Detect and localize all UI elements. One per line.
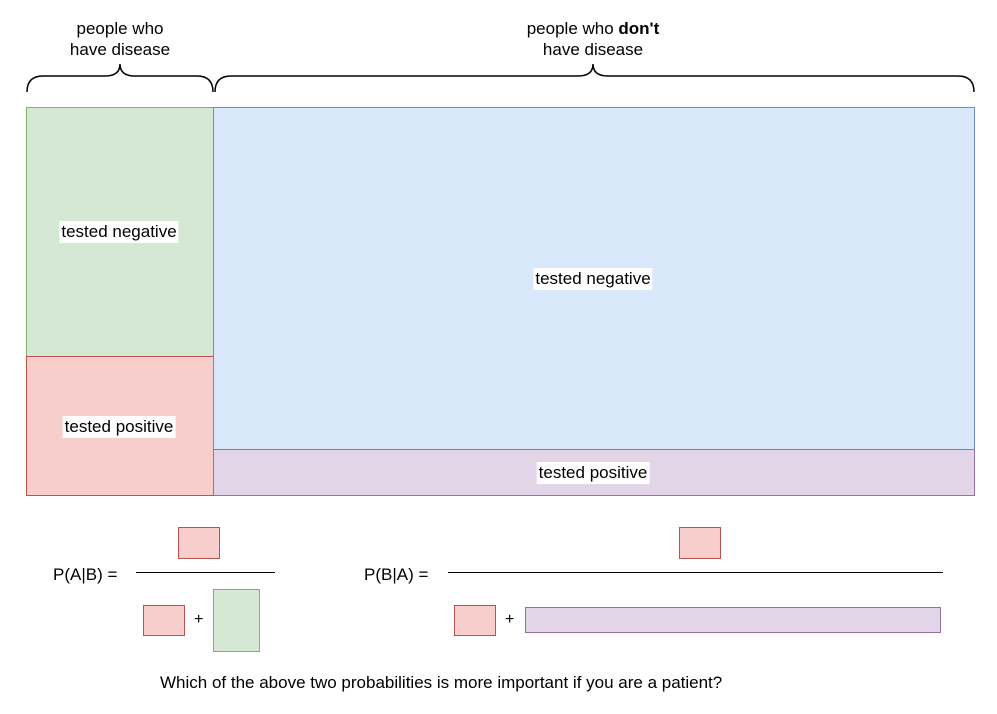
header-have-disease-line2: have disease (69, 40, 171, 59)
formula-a-given-b-numerator-box (178, 527, 220, 559)
no-disease-tested-negative-label: tested negative (533, 268, 653, 290)
formula-a-given-b-fraction-line (136, 572, 275, 573)
no-disease-tested-positive-label: tested positive (536, 462, 650, 484)
formula-b-given-a-fraction-line (448, 572, 943, 573)
header-dont-line1-bold: don't (618, 19, 660, 38)
formula-a-given-b-label: P(A|B) = (53, 565, 118, 584)
formula-b-given-a-numerator-box (679, 527, 721, 559)
brace-have-disease-path (26, 63, 214, 93)
question-text: Which of the above two probabilities is … (160, 673, 723, 692)
formula-b-given-a-label: P(B|A) = (364, 565, 429, 584)
header-dont-have-disease-line2: have disease (542, 40, 644, 59)
formula-a-given-b-plus: + (194, 611, 204, 628)
header-dont-have-disease: people who don't have disease (493, 18, 693, 60)
brace-have-disease (26, 63, 975, 93)
disease-tested-positive-label: tested positive (62, 416, 176, 438)
formula-a-given-b-denominator-red-box (143, 605, 185, 636)
formula-b-given-a-denominator-red-box (454, 605, 496, 636)
header-dont-have-disease-line1: people who don't (493, 18, 693, 39)
header-have-disease: people who have disease (40, 18, 200, 60)
header-dont-line1-pre: people who (526, 19, 619, 38)
formula-b-given-a-plus: + (505, 611, 515, 628)
formula-a-given-b-denominator-green-box (213, 589, 260, 652)
header-have-disease-line1: people who (76, 19, 164, 38)
formula-b-given-a-denominator-purple-box (525, 607, 941, 633)
brace-dont-have-disease-path (214, 63, 975, 93)
disease-tested-negative-label: tested negative (59, 221, 179, 243)
